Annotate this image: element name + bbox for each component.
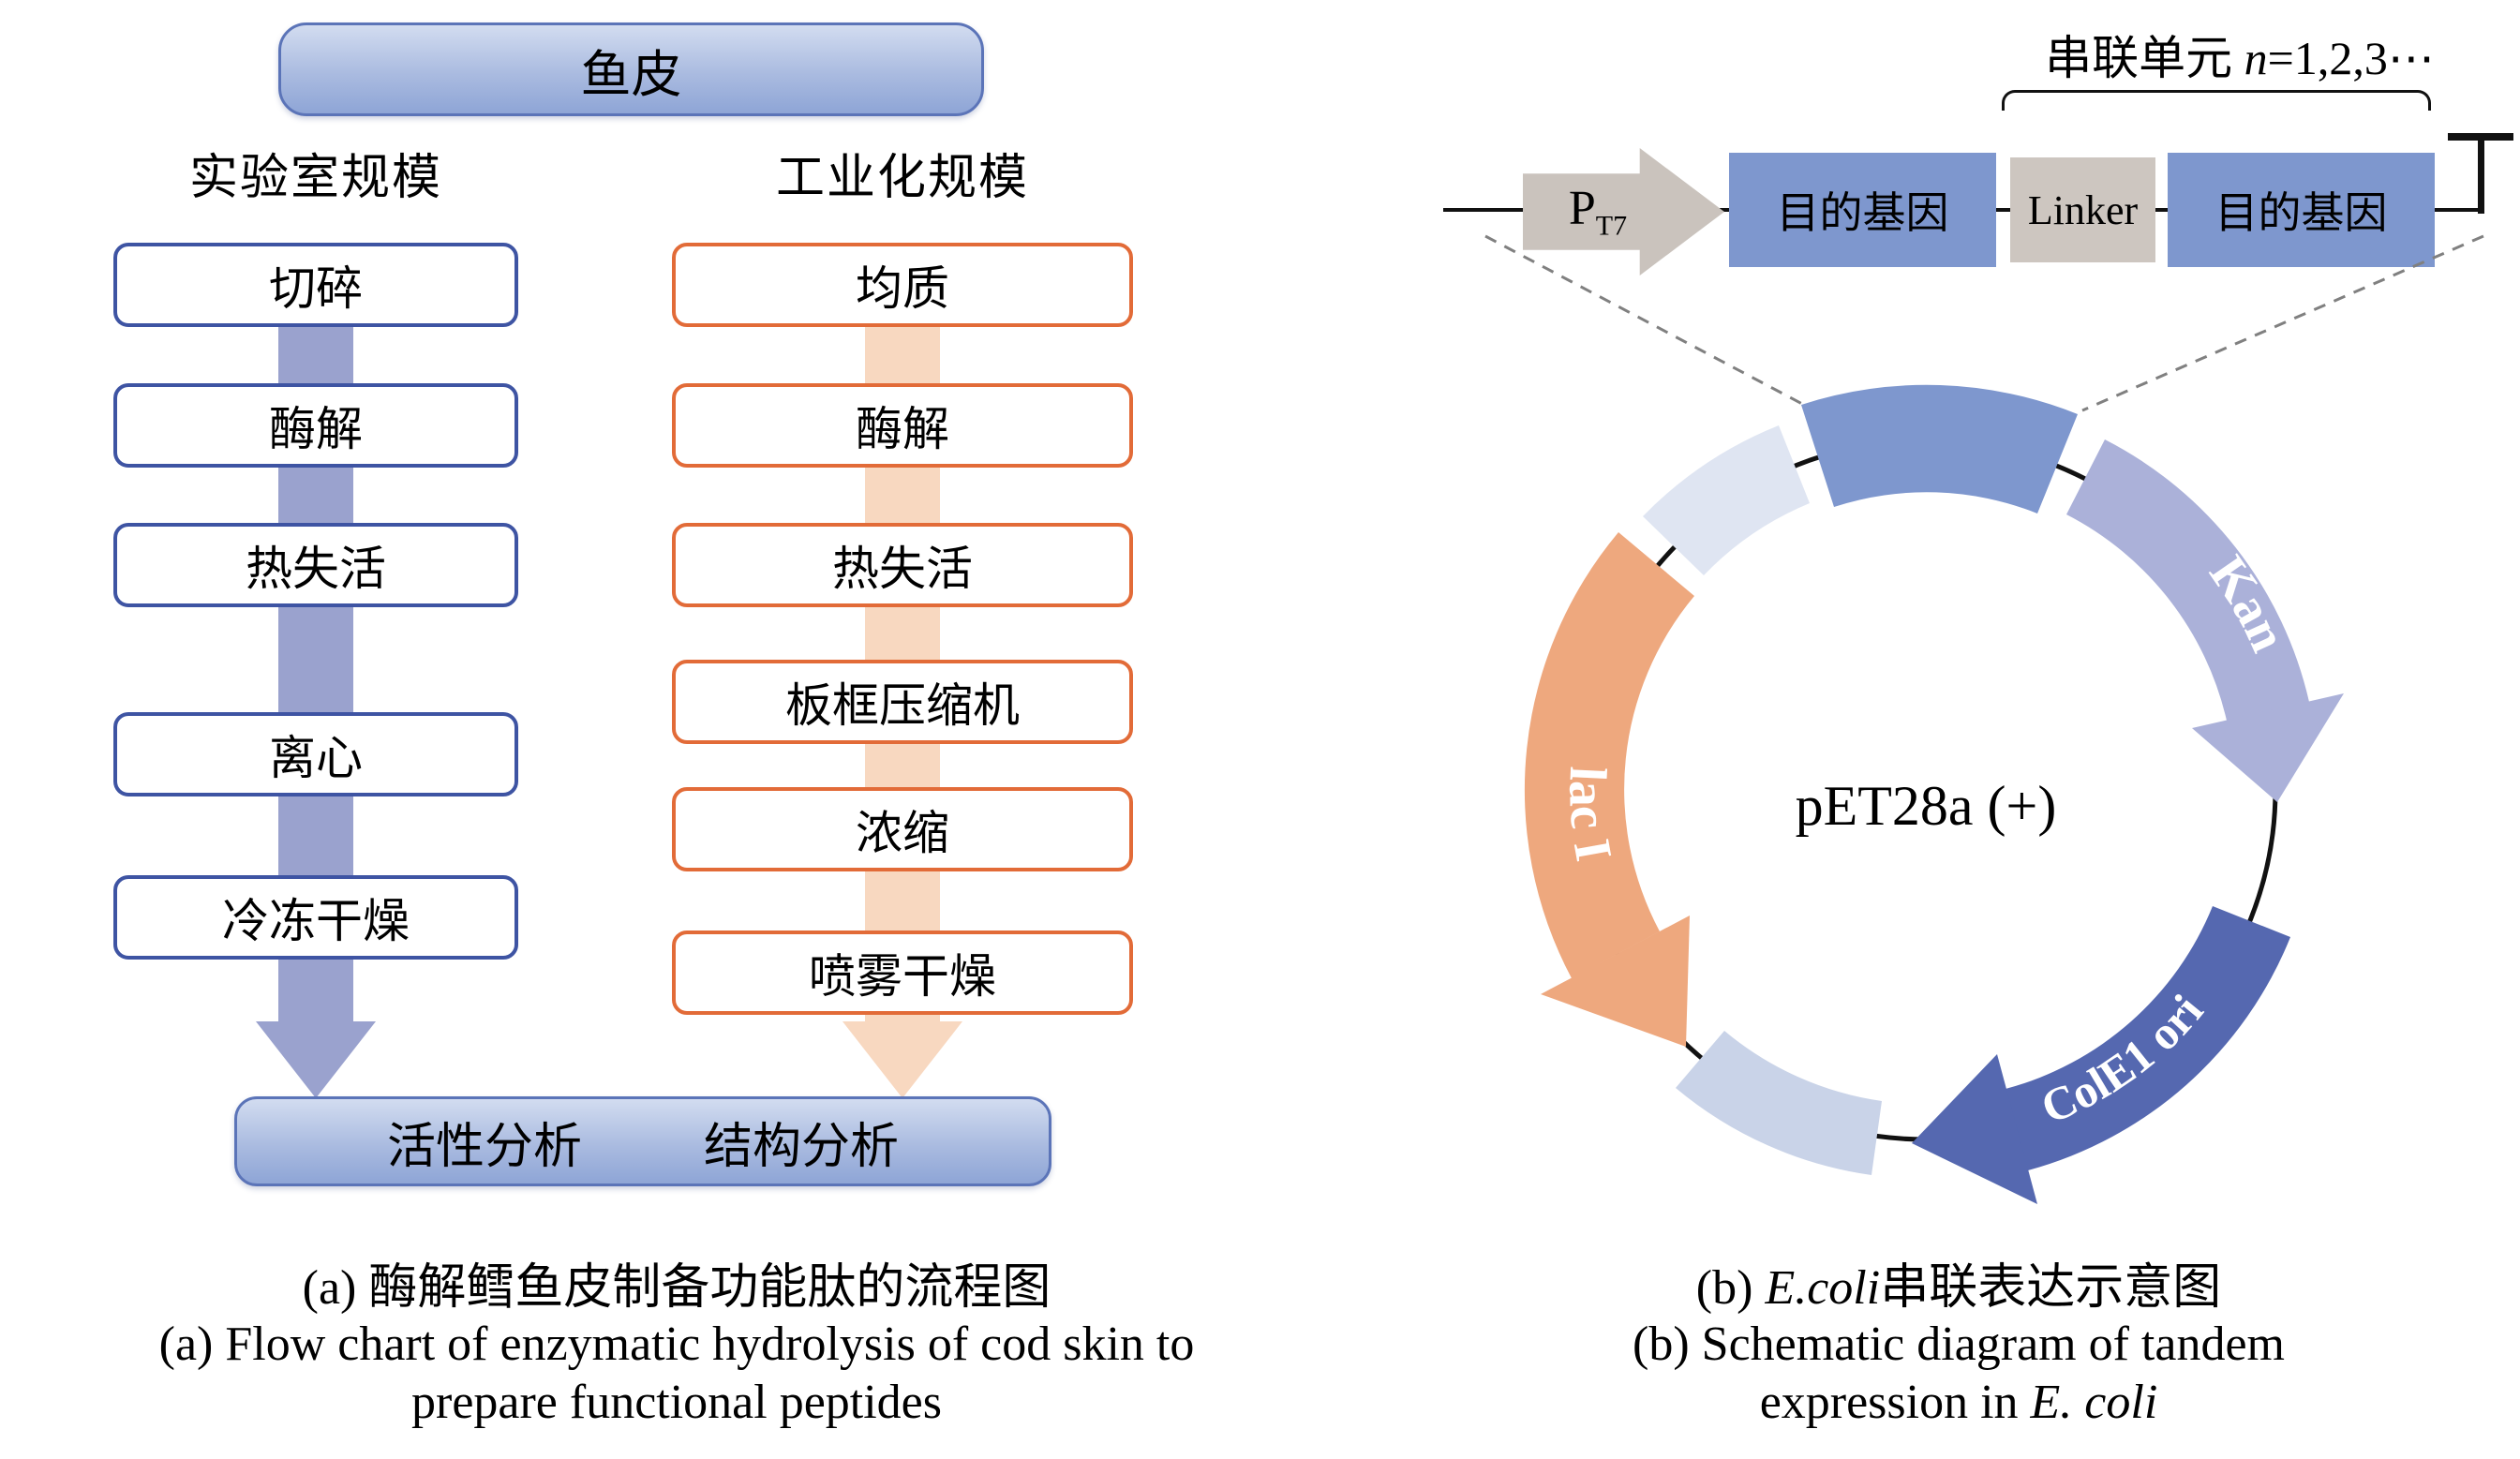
dashed-connector-left [1484, 234, 1805, 407]
lab-flow-arrowhead-icon [256, 1021, 376, 1098]
ind-step-concentrate: 浓缩 [672, 787, 1133, 871]
fish-skin-box: 鱼皮 [278, 22, 984, 116]
tandem-unit-suffix: =1,2,3⋯ [2267, 32, 2435, 84]
lab-step-inactivate: 热失活 [113, 523, 518, 607]
fish-skin-label: 鱼皮 [580, 46, 682, 103]
insert-segment [1801, 384, 2078, 514]
activity-analysis-label: 活性分析 [386, 1120, 582, 1174]
target-gene-box-2: 目的基因 [2168, 153, 2435, 267]
target-gene-box-1: 目的基因 [1729, 153, 1996, 267]
promoter-sub: T7 [1595, 210, 1628, 242]
ind-step-press: 板框压缩机 [672, 660, 1133, 744]
panel-b-caption-en-line2: expression in E. coli [1537, 1375, 2380, 1431]
tandem-unit-n: n [2244, 32, 2268, 84]
lacI-arrowhead-icon [1541, 916, 1690, 1047]
terminator-icon [2478, 139, 2484, 214]
plasmid-name: pET28a (+) [1796, 775, 2057, 837]
structure-analysis-label: 结构分析 [704, 1120, 900, 1174]
ind-step-inactivate: 热失活 [672, 523, 1133, 607]
analysis-box: 活性分析 结构分析 [234, 1096, 1051, 1186]
caption-b-en2-prefix: expression in [1759, 1376, 2031, 1429]
lab-step-centrifuge: 离心 [113, 712, 518, 796]
lab-step-chop: 切碎 [113, 243, 518, 327]
ori-band [2006, 906, 2290, 1170]
industry-flow-arrowhead-icon [842, 1021, 962, 1098]
industrial-scale-header: 工业化规模 [775, 152, 1029, 205]
lab-step-hydrolysis: 酶解 [113, 383, 518, 468]
panel-b-caption-zh: (b) E.coli串联表达示意图 [1537, 1260, 2380, 1317]
kan-arrowhead-icon [2192, 693, 2344, 802]
dashed-connector-right [2081, 234, 2484, 412]
kan-band [2066, 439, 2309, 721]
promoter-label: PT7 [1569, 181, 1627, 242]
tandem-bracket-icon [2002, 90, 2431, 111]
dashed-connectors [1484, 234, 2484, 412]
bottom-segment [1676, 1031, 1882, 1175]
ind-step-homogenize: 均质 [672, 243, 1133, 327]
panel-a-caption-en-line2: prepare functional peptides [411, 1376, 942, 1429]
ind-step-spray-dry: 喷雾干燥 [672, 930, 1133, 1015]
upper-left-segment [1643, 425, 1810, 575]
tandem-unit-label: 串联单元 n=1,2,3⋯ [1977, 21, 2502, 88]
linker-box: Linker [2010, 157, 2155, 262]
lacI-label: lac I [1558, 766, 1622, 866]
panel-a-caption-en-line1: (a) Flow chart of enzymatic hydrolysis o… [158, 1318, 1195, 1371]
caption-b-ecoli: E.coli [1765, 1261, 1881, 1315]
caption-b-suffix: 串联表达示意图 [1880, 1261, 2222, 1315]
lab-step-freeze-dry: 冷冻干燥 [113, 875, 518, 960]
panel-a-caption-zh: (a) 酶解鳕鱼皮制备功能肽的流程图 [302, 1261, 1051, 1315]
tandem-unit-prefix: 串联单元 [2045, 32, 2244, 84]
promoter-p: P [1568, 182, 1596, 236]
caption-b-en2-ecoli: E. coli [2030, 1376, 2158, 1429]
ind-step-hydrolysis: 酶解 [672, 383, 1133, 468]
caption-b-prefix: (b) [1695, 1261, 1766, 1315]
lacI-band [1524, 532, 1694, 978]
ori-arrowhead-icon [1912, 1054, 2037, 1204]
lab-scale-header: 实验室规模 [188, 152, 442, 205]
panel-b-caption-en-line1: (b) Schematic diagram of tandem [1633, 1318, 2285, 1371]
plasmid-map: lac I Kan ColE1 ori pET28a (+) [1524, 384, 2344, 1204]
terminator-cap-icon [2448, 133, 2513, 141]
